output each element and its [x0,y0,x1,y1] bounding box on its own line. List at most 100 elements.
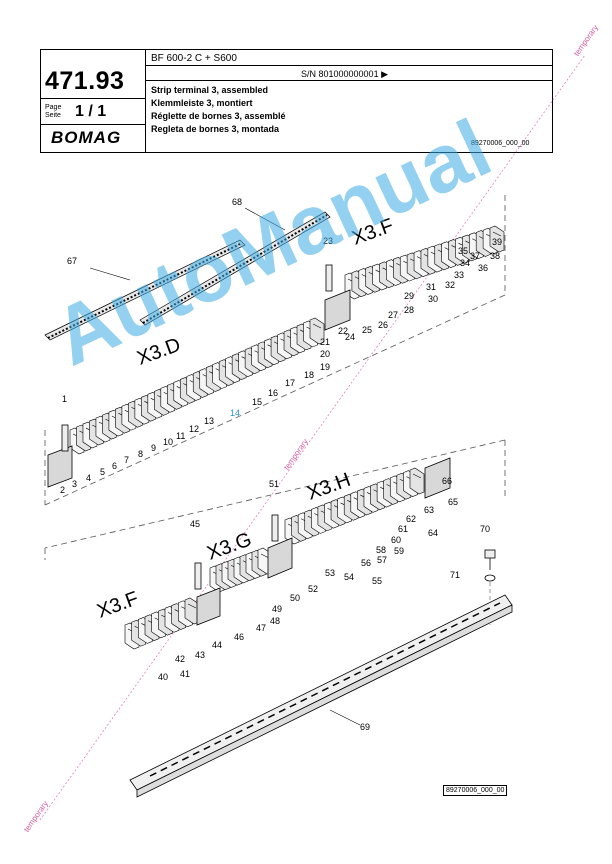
end-bracket [267,537,293,579]
callout-61: 61 [398,524,408,534]
callout-28: 28 [404,305,414,315]
marker-strip-67 [44,239,246,341]
callout-25: 25 [362,325,372,335]
callout-58: 58 [376,545,386,555]
callout-6: 6 [112,461,117,471]
callout-69: 69 [360,722,370,732]
callout-46: 46 [234,632,244,642]
callout-8: 8 [138,449,143,459]
callout-59: 59 [394,546,404,556]
callout-35: 35 [458,246,468,256]
description-en: Strip terminal 3, assembled [151,85,269,95]
callout-36: 36 [478,263,488,273]
callout-4: 4 [86,473,91,483]
description-es: Regleta de bornes 3, montada [151,124,280,134]
callout-3: 3 [72,479,77,489]
title-block-rule [41,98,145,99]
end-bracket [324,289,351,331]
callout-16: 16 [268,388,278,398]
callout-52: 52 [308,584,318,594]
title-block-divider [145,50,146,153]
callout-40: 40 [158,672,168,682]
spacer [271,514,279,542]
stamp-line [39,54,586,821]
marker-strip-68 [139,211,331,326]
callout-45: 45 [190,519,200,529]
drawing-id: 89270006_000_00 [443,785,508,796]
callout-1: 1 [62,394,67,404]
end-bracket [47,445,73,488]
callout-53: 53 [325,568,335,578]
callout-33: 33 [454,270,464,280]
title-block: BF 600-2 C + S600 S/N 801000000001 ▶ 471… [40,49,553,153]
callout-57: 57 [377,555,387,565]
assembly-outline [44,195,506,560]
callout-17: 17 [285,378,295,388]
callout-24: 24 [345,332,355,342]
callout-5: 5 [100,467,105,477]
callout-68: 68 [232,197,242,207]
callout-29: 29 [404,291,414,301]
callout-56: 56 [361,558,371,568]
callout-20: 20 [320,349,330,359]
brand-logo: BOMAG [51,128,122,147]
spacer [325,264,333,292]
callout-71: 71 [450,570,460,580]
leader-line [89,267,131,281]
serial-number: S/N 801000000001 ▶ [301,69,388,79]
title-block-rule [41,124,145,125]
callout-37: 37 [470,251,480,261]
callout-55: 55 [372,576,382,586]
callout-19: 19 [320,362,330,372]
end-bracket [196,587,221,626]
spacer [194,562,202,590]
document-id: 89270006_000_00 [471,140,530,147]
callout-50: 50 [290,593,300,603]
callout-9: 9 [151,443,156,453]
callout-60: 60 [391,535,401,545]
description-de: Klemmleiste 3, montiert [151,98,253,108]
group-label-x3f-bottom: X3.F [94,588,141,623]
terminal-row-x3d [69,317,325,455]
callout-66: 66 [442,476,452,486]
callout-7: 7 [124,455,129,465]
callout-51: 51 [269,479,279,489]
callout-63: 63 [424,505,434,515]
terminal-screw [412,473,422,479]
callout-13: 13 [204,416,214,426]
din-rail-69 [129,594,513,798]
leader-line [329,709,361,726]
callout-18: 18 [304,370,314,380]
callout-65: 65 [448,497,458,507]
callout-39: 39 [492,237,502,247]
callout-48: 48 [270,616,280,626]
callout-47: 47 [256,623,266,633]
callout-49: 49 [272,604,282,614]
terminal-row-x3g [209,547,273,593]
callout-23: 23 [323,236,333,246]
callout-21: 21 [320,337,330,347]
callout-32: 32 [445,280,455,290]
callout-43: 43 [195,650,205,660]
callout-14: 14 [230,408,240,418]
callout-54: 54 [344,572,354,582]
part-number: 471.93 [45,67,125,95]
callout-27: 27 [388,310,398,320]
spacer [61,424,69,452]
machine-model: BF 600-2 C + S600 [151,53,237,64]
end-bracket [424,457,451,499]
terminal-screw [312,323,322,329]
callout-64: 64 [428,528,438,538]
callout-31: 31 [426,282,436,292]
callout-41: 41 [180,669,190,679]
screw-70 [484,549,496,570]
callout-10: 10 [163,437,173,447]
washer-71 [484,574,496,582]
terminal-screw [187,603,197,609]
callout-70: 70 [480,524,490,534]
callout-34: 34 [460,258,470,268]
callout-42: 42 [175,654,185,664]
title-block-rule [145,65,553,66]
